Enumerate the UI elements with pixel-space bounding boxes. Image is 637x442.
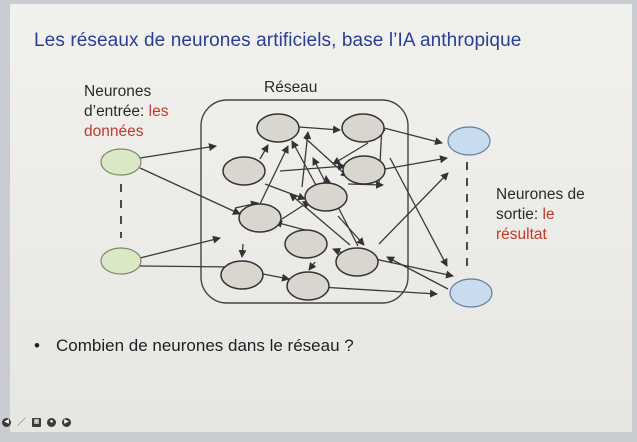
- input-neuron: [100, 148, 142, 176]
- output-label-line2: sortie: le: [496, 205, 585, 225]
- hidden-neuron: [256, 113, 300, 143]
- edge: [308, 261, 317, 271]
- hidden-neuron: [222, 156, 266, 186]
- output-neuron: [447, 126, 491, 156]
- edge: [303, 136, 349, 178]
- edge: [298, 125, 341, 134]
- edge: [386, 256, 449, 290]
- input-label-highlight-b: données: [84, 123, 144, 140]
- input-neurons-label: Neurones d’entrée: les données: [84, 82, 168, 142]
- input-label-prefix: d’entrée:: [84, 103, 145, 120]
- neural-network-diagram: [100, 99, 493, 308]
- input-label-line2: d’entrée: les: [84, 102, 168, 122]
- output-nodes: [447, 126, 493, 308]
- grid-icon[interactable]: ▦: [32, 417, 41, 427]
- edge: [378, 172, 449, 245]
- edge: [383, 127, 443, 146]
- edge: [238, 243, 247, 258]
- presentation-toolbar: ◀ ／ ▦ ● ▶: [0, 416, 71, 428]
- hidden-neuron: [304, 182, 348, 212]
- bullet-dot: •: [34, 336, 40, 355]
- edge: [337, 215, 365, 246]
- slide: Les réseaux de neurones artificiels, bas…: [10, 4, 632, 432]
- edge: [259, 144, 269, 160]
- prev-icon[interactable]: ◀: [2, 417, 11, 427]
- edges: [139, 123, 454, 298]
- edge: [281, 200, 311, 220]
- hidden-neuron: [342, 155, 386, 185]
- edge: [289, 193, 351, 246]
- edge: [389, 157, 448, 267]
- hidden-neuron: [335, 247, 379, 277]
- edge: [259, 145, 289, 205]
- hidden-neuron: [220, 260, 264, 290]
- edge: [279, 162, 346, 172]
- bullet-text: Combien de neurones dans le réseau ?: [56, 336, 354, 355]
- edge: [374, 258, 454, 279]
- edge: [139, 235, 221, 259]
- output-neurons-label: Neurones de sortie: le résultat: [496, 185, 585, 245]
- input-neuron: [100, 247, 142, 275]
- hidden-neuron: [284, 229, 328, 259]
- edge: [301, 131, 312, 188]
- edge: [139, 167, 241, 215]
- edge: [319, 286, 438, 298]
- edge: [264, 183, 306, 201]
- bullet-question: • Combien de neurones dans le réseau ?: [34, 336, 354, 356]
- edge: [139, 143, 217, 159]
- pen-icon[interactable]: ／: [17, 416, 27, 427]
- input-label-highlight-a: les: [148, 103, 169, 120]
- slide-title: Les réseaux de neurones artificiels, bas…: [34, 30, 522, 51]
- zoom-icon[interactable]: ●: [47, 417, 56, 427]
- dashed-connectors: [120, 162, 468, 266]
- network-label: Réseau: [264, 79, 318, 96]
- edge: [139, 262, 236, 271]
- network-box: [200, 99, 409, 304]
- output-label-line1: Neurones de: [496, 186, 585, 203]
- hidden-neuron: [341, 113, 385, 143]
- edge: [332, 142, 369, 165]
- input-label-line1: Neurones: [84, 83, 152, 100]
- hidden-neuron: [286, 271, 330, 301]
- output-label-prefix: sortie:: [496, 206, 539, 223]
- input-nodes: [100, 148, 142, 275]
- output-neuron: [449, 278, 493, 308]
- next-icon[interactable]: ▶: [62, 417, 71, 427]
- output-label-highlight-b: résultat: [496, 226, 547, 243]
- hidden-neuron: [238, 203, 282, 233]
- edge: [262, 273, 290, 282]
- hidden-nodes: [220, 113, 386, 301]
- output-label-highlight-a: le: [542, 206, 555, 223]
